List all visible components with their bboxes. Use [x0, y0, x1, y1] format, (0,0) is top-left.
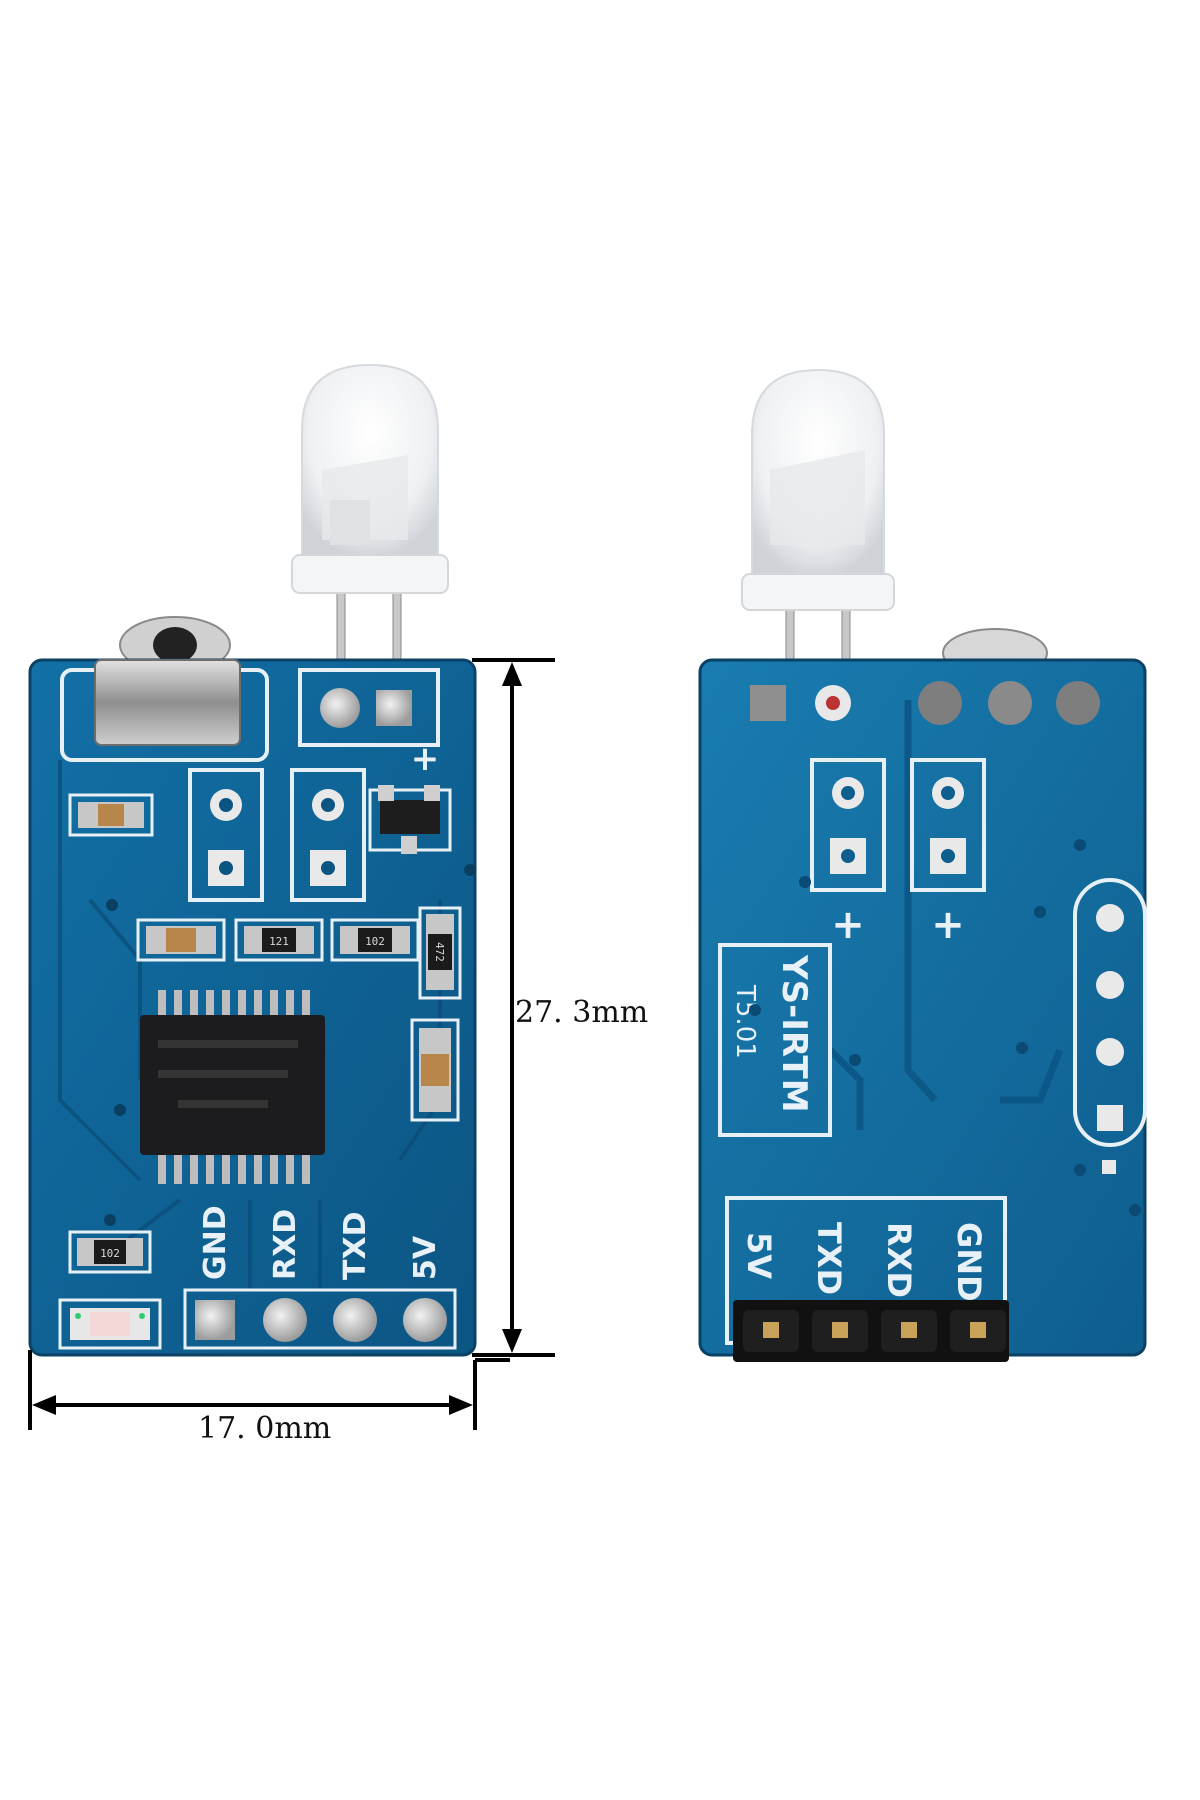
height-dimension-label: 27. 3mm [515, 995, 648, 1030]
resistor-label: 102 [365, 935, 385, 948]
model-label: YS-IRTM [774, 954, 814, 1113]
pin-label-rxd: RXD [880, 1222, 918, 1298]
resistor-label: 121 [269, 935, 289, 948]
resistor-label: 472 [433, 942, 446, 962]
ir-led-icon [741, 368, 895, 611]
front-plus-mark: + [411, 739, 440, 779]
width-dimension-label: 17. 0mm [198, 1411, 331, 1446]
front-pin-labels: GND RXD TXD 5V [198, 1205, 443, 1280]
front-board: + 121 102 472 [28, 363, 477, 1357]
version-label: T5.01 [730, 984, 760, 1059]
pin-label-txd: TXD [338, 1212, 373, 1281]
back-board: + + YS-IRTM T5.01 5V TXD RXD GND [698, 368, 1147, 1362]
dimension-markers: 27. 3mm 17. 0mm [28, 658, 648, 1446]
pin-label-txd: TXD [810, 1222, 848, 1295]
pin-header-icon [733, 1300, 1009, 1362]
resistor-row: 121 102 472 [136, 906, 462, 1000]
resistor-label: 102 [100, 1247, 120, 1260]
pin-label-rxd: RXD [268, 1209, 303, 1280]
pin-label-gnd: GND [950, 1222, 988, 1302]
back-plus-right: + [931, 902, 965, 948]
pin-label-gnd: GND [198, 1205, 233, 1280]
pin-label-5v: 5V [740, 1232, 778, 1279]
pin-label-5v: 5V [408, 1235, 443, 1280]
ic-chip-icon [140, 990, 325, 1184]
ir-led-icon [291, 363, 449, 594]
back-plus-left: + [831, 902, 865, 948]
back-pin-labels: 5V TXD RXD GND [740, 1222, 988, 1302]
